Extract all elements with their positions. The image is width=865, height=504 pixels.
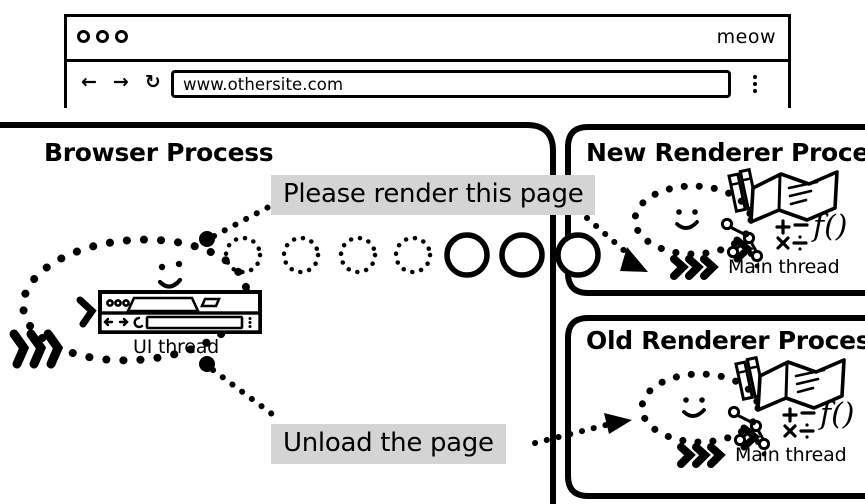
arrow-render-request [199, 199, 281, 247]
ui-thread-face [157, 260, 183, 289]
new-renderer-process-title: New Renderer Process [586, 138, 865, 167]
arrow-to-new-renderer [584, 215, 648, 272]
function-notation-icon: f() [818, 397, 855, 432]
window-dot-2[interactable] [96, 30, 109, 43]
old-renderer-character: f() [638, 355, 855, 468]
open-book-icon [749, 170, 839, 224]
mini-browser-icon [98, 290, 262, 334]
math-symbols-icon [782, 407, 816, 439]
tab-strip: meow [67, 17, 788, 62]
ipc-dot-crossing [555, 232, 601, 278]
browser-toolbar: ← → ↻ www.othersite.com [67, 62, 788, 108]
brand-label: meow [716, 26, 776, 48]
back-icon[interactable]: ← [81, 71, 97, 93]
ipc-dot-pending [281, 235, 321, 275]
arrow-unload-request [199, 356, 283, 423]
arrowhead [620, 247, 648, 272]
new-renderer-main-thread-label: Main thread [728, 256, 840, 278]
ipc-dot-pending [393, 235, 433, 275]
reload-icon[interactable]: ↻ [144, 71, 161, 93]
browser-process-frame [0, 122, 556, 504]
function-notation-icon: f() [811, 209, 848, 244]
ipc-dot-sent [499, 232, 545, 278]
arrowhead [604, 413, 632, 434]
ipc-dot-sent [444, 232, 490, 278]
message-render-request: Please render this page [271, 175, 596, 215]
address-bar[interactable]: www.othersite.com [171, 70, 731, 98]
math-symbols-icon [775, 219, 809, 251]
node-tree-icon [727, 405, 771, 451]
renderer-face [682, 397, 706, 418]
ipc-dot-pending [338, 235, 378, 275]
renderer-face [675, 209, 699, 230]
svg-text:f(): f() [811, 209, 848, 244]
window-dot-3[interactable] [115, 30, 128, 43]
node-tree-icon [720, 217, 764, 263]
motion-chevrons-icon [677, 443, 726, 468]
window-dot-1[interactable] [77, 30, 90, 43]
svg-text:f(): f() [818, 397, 855, 432]
window-controls[interactable] [77, 30, 128, 43]
arrow-to-old-renderer [532, 413, 632, 446]
ipc-dot-pending [223, 235, 263, 275]
browser-window: meow ← → ↻ www.othersite.com [64, 14, 791, 108]
kebab-menu-icon[interactable] [753, 75, 757, 93]
old-renderer-main-thread-label: Main thread [735, 444, 847, 466]
ui-thread-character [9, 235, 262, 369]
url-text[interactable]: www.othersite.com [183, 75, 344, 94]
motion-chevrons-icon [9, 329, 64, 369]
message-unload-request: Unload the page [271, 424, 506, 464]
ui-thread-label: UI thread [133, 336, 220, 358]
old-renderer-frame [565, 315, 865, 499]
motion-chevrons-icon [670, 255, 719, 280]
ipc-message-dots [223, 232, 601, 278]
new-renderer-character: f() [631, 167, 848, 280]
open-book-icon [756, 358, 846, 412]
pointer-chevron-icon [76, 296, 97, 328]
arrow-origin-dot [199, 231, 215, 247]
old-renderer-process-title: Old Renderer Process [586, 326, 865, 355]
forward-icon[interactable]: → [112, 71, 129, 93]
browser-process-title: Browser Process [44, 138, 274, 167]
